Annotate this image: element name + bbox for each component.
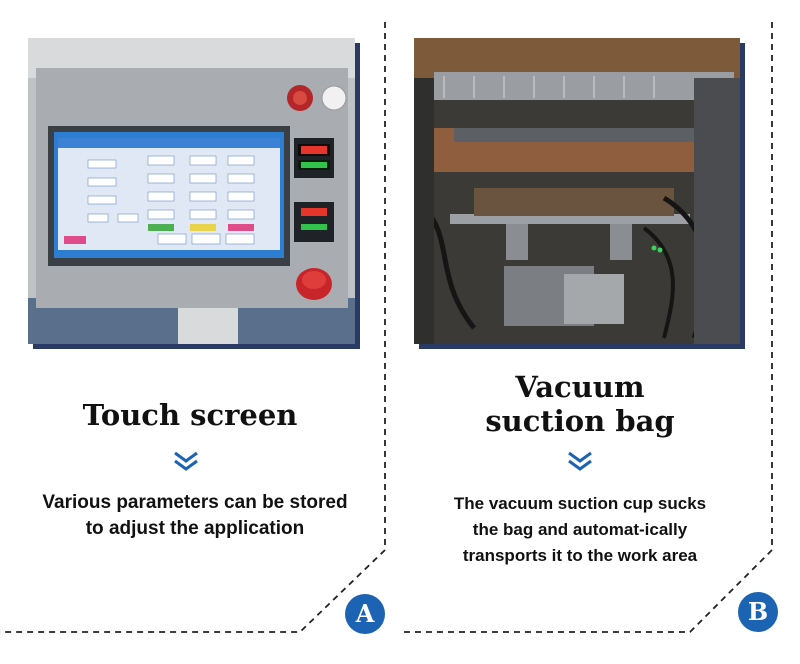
panel-title-line-2: suction bag [485, 404, 675, 438]
badge-a: A [345, 594, 385, 634]
double-chevron-down-icon [568, 451, 592, 471]
panel-title: Touch screen [82, 398, 298, 432]
feature-panel-touch-screen: Touch screen Various parameters can be s… [28, 38, 355, 539]
feature-panel-vacuum-suction-bag: Vacuum suction bag [400, 0, 800, 664]
touch-screen-photo [28, 38, 355, 344]
vacuum-suction-photo [414, 38, 740, 344]
panel-description: Various parameters can be stored to adju… [42, 492, 348, 539]
badge-b: B [738, 592, 778, 632]
panel-title: Vacuum suction bag [400, 370, 760, 438]
panel-title-line-1: Vacuum [515, 370, 645, 404]
double-chevron-down-icon [174, 451, 198, 471]
panel-description: The vacuum suction cup sucks the bag and… [453, 494, 707, 565]
